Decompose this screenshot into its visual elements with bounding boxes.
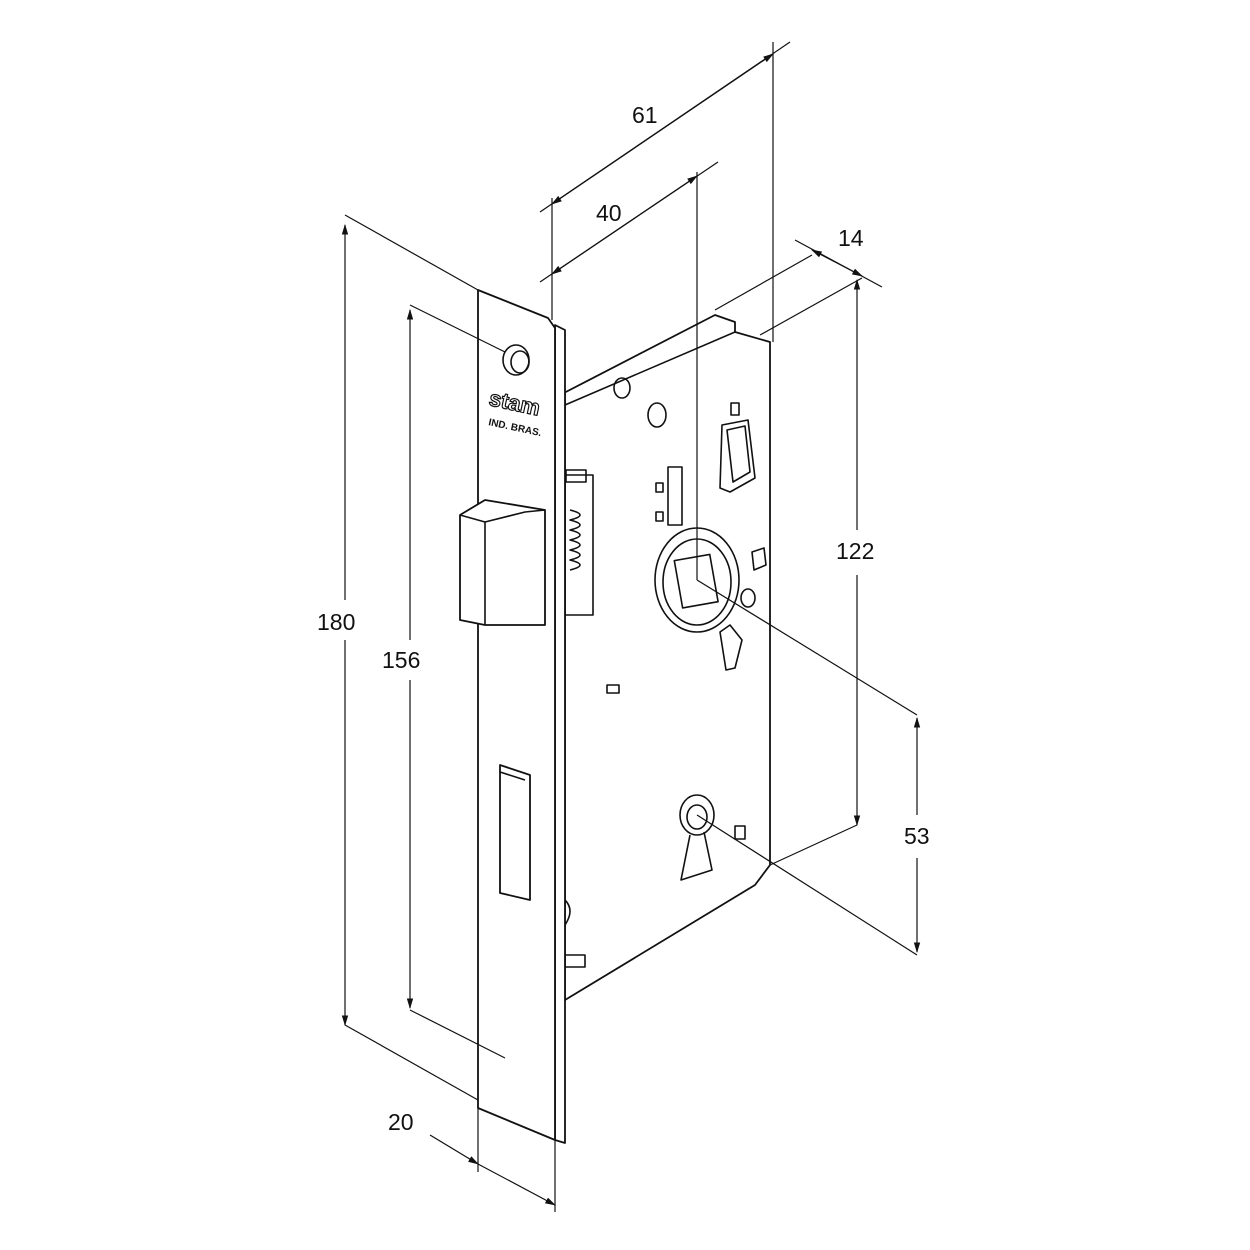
faceplate: stam IND. BRAS. (459, 289, 566, 1144)
dimension-lines (341, 41, 921, 1212)
slot (667, 466, 683, 526)
dim-body-height: 122 (836, 538, 874, 564)
dim-handle-to-key: 53 (904, 823, 930, 849)
dim-backset: 40 (596, 200, 622, 226)
dim-body-thickness: 14 (838, 225, 864, 251)
dim-faceplate-width: 20 (388, 1109, 414, 1135)
dim-overall-height: 180 (317, 609, 355, 635)
lock-body (559, 314, 771, 1001)
latch-slot (719, 419, 756, 493)
dim-body-depth: 61 (632, 102, 658, 128)
tab (730, 402, 740, 416)
mounting-hole (613, 377, 631, 399)
dim-screw-spacing: 156 (382, 647, 420, 673)
mounting-hole (647, 402, 667, 428)
latch-bolt (459, 499, 546, 626)
deadbolt-slot (499, 764, 531, 901)
keyhole (679, 794, 715, 881)
